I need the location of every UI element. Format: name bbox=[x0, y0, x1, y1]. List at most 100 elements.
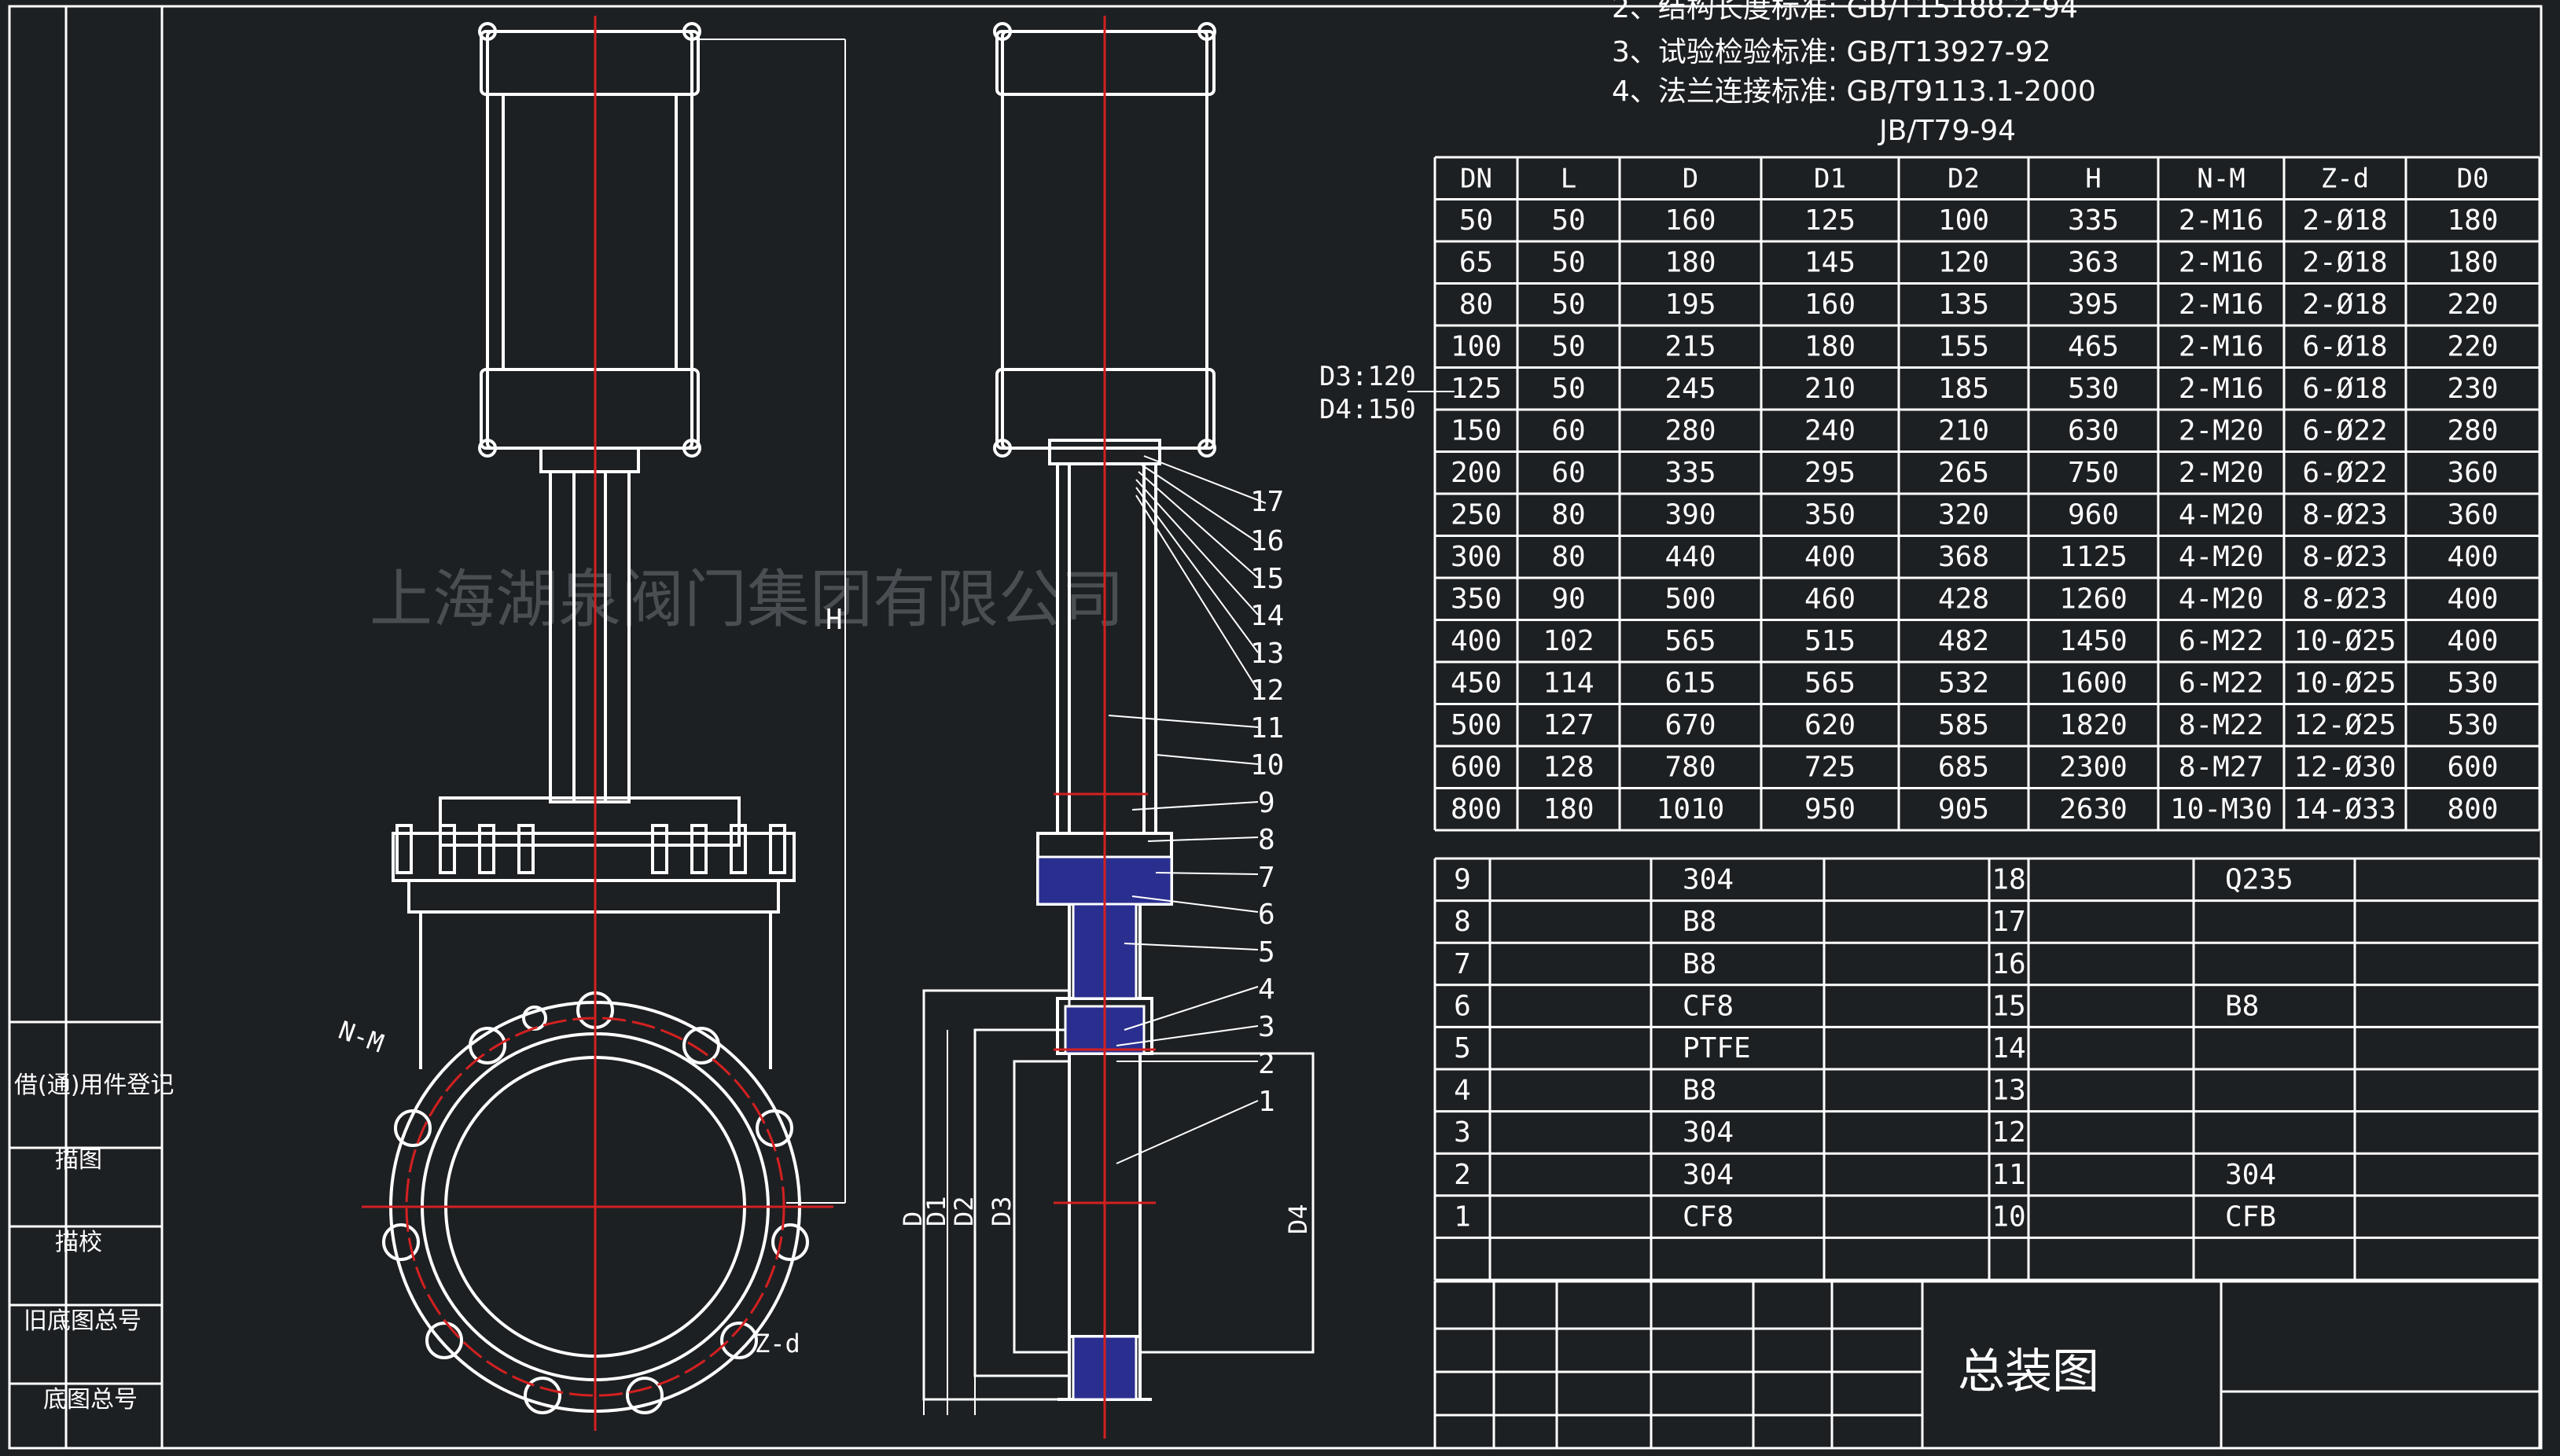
table-cell: 14-Ø33 bbox=[2293, 793, 2396, 825]
part-material-cell: 304 bbox=[1683, 1116, 1734, 1149]
side-view-centerlines bbox=[1054, 16, 1156, 1439]
table-header-cell: D0 bbox=[2457, 164, 2489, 195]
table-cell: 50 bbox=[1551, 204, 1585, 237]
table-cell: 155 bbox=[1938, 331, 1989, 363]
table-cell: 1260 bbox=[2059, 583, 2128, 616]
table-cell: 8-Ø23 bbox=[2302, 499, 2387, 531]
table-cell: 280 bbox=[1664, 415, 1716, 447]
side-label-3: 描校 bbox=[55, 1229, 102, 1256]
table-cell: 4-M20 bbox=[2179, 583, 2264, 616]
part-no-8: 8 bbox=[1258, 824, 1275, 856]
side-label-2: 描图 bbox=[55, 1146, 102, 1174]
table-cell: 1820 bbox=[2059, 709, 2128, 741]
table-cell: 1010 bbox=[1657, 793, 1725, 825]
callout-d3: D3:120 bbox=[1319, 361, 1416, 392]
table-cell: 215 bbox=[1664, 331, 1716, 363]
dim-label-D4: D4 bbox=[1283, 1204, 1313, 1234]
table-cell: 295 bbox=[1804, 457, 1856, 489]
table-cell: 600 bbox=[2447, 752, 2498, 784]
table-cell: 530 bbox=[2068, 373, 2119, 405]
table-cell: 335 bbox=[2068, 204, 2119, 237]
table-cell: 350 bbox=[1804, 499, 1856, 531]
part-material-cell: CFB bbox=[2225, 1200, 2276, 1233]
drawing-frame bbox=[8, 5, 2543, 1450]
part-no-cell: 15 bbox=[1992, 990, 2025, 1022]
table-cell: 2-M20 bbox=[2179, 457, 2264, 489]
table-cell: 685 bbox=[1938, 752, 1989, 784]
part-material-cell: PTFE bbox=[1683, 1032, 1751, 1064]
part-no-11: 11 bbox=[1250, 712, 1284, 745]
table-cell: 80 bbox=[1459, 289, 1493, 321]
part-no-2: 2 bbox=[1258, 1048, 1275, 1080]
table-cell: 12-Ø25 bbox=[2293, 709, 2396, 741]
part-no-cell: 18 bbox=[1992, 864, 2025, 896]
table-cell: 180 bbox=[2447, 247, 2498, 279]
part-material-cell: CF8 bbox=[1683, 1200, 1734, 1233]
table-cell: 300 bbox=[1451, 541, 1502, 573]
table-cell: 750 bbox=[2068, 457, 2119, 489]
table-cell: 210 bbox=[1804, 373, 1856, 405]
table-cell: 2-M16 bbox=[2179, 373, 2264, 405]
table-cell: 180 bbox=[1664, 247, 1716, 279]
table-cell: 65 bbox=[1459, 247, 1493, 279]
table-cell: 800 bbox=[2447, 793, 2498, 825]
table-cell: 620 bbox=[1804, 709, 1856, 741]
table-cell: 100 bbox=[1451, 331, 1502, 363]
front-view-centerlines bbox=[362, 16, 833, 1431]
part-no-10: 10 bbox=[1250, 749, 1284, 781]
table-cell: 725 bbox=[1804, 752, 1856, 784]
part-material-cell: 304 bbox=[1683, 864, 1734, 896]
table-cell: 195 bbox=[1664, 289, 1716, 321]
dim-label-H: H bbox=[826, 604, 843, 636]
table-cell: 128 bbox=[1543, 752, 1594, 784]
part-no-cell: 16 bbox=[1992, 948, 2025, 980]
table-cell: 220 bbox=[2447, 331, 2498, 363]
table-cell: 1125 bbox=[2059, 541, 2128, 573]
standard-line-3: 4、法兰连接标准: GB/T9113.1-2000 bbox=[1612, 75, 2096, 108]
table-cell: 450 bbox=[1451, 667, 1502, 700]
part-no-14: 14 bbox=[1250, 600, 1284, 632]
table-cell: 2630 bbox=[2059, 793, 2128, 825]
table-cell: 135 bbox=[1938, 289, 1989, 321]
part-no-cell: 11 bbox=[1992, 1159, 2025, 1191]
table-cell: 8-Ø23 bbox=[2302, 541, 2387, 573]
part-no-cell: 10 bbox=[1992, 1200, 2025, 1233]
table-cell: 565 bbox=[1804, 667, 1856, 700]
table-cell: 210 bbox=[1938, 415, 1989, 447]
table-cell: 160 bbox=[1664, 204, 1716, 237]
table-cell: 10-M30 bbox=[2170, 793, 2272, 825]
table-cell: 6-Ø22 bbox=[2302, 415, 2387, 447]
part-no-17: 17 bbox=[1250, 486, 1284, 518]
part-material-cell: 304 bbox=[2225, 1159, 2276, 1191]
table-cell: 6-Ø22 bbox=[2302, 457, 2387, 489]
part-material-cell: 304 bbox=[1683, 1159, 1734, 1191]
table-cell: 400 bbox=[2447, 541, 2498, 573]
side-label-5: 底图总号 bbox=[43, 1386, 138, 1414]
table-cell: 50 bbox=[1459, 204, 1493, 237]
table-cell: 114 bbox=[1543, 667, 1594, 700]
part-no-cell: 12 bbox=[1992, 1116, 2025, 1149]
table-cell: 2-M20 bbox=[2179, 415, 2264, 447]
table-cell: 395 bbox=[2068, 289, 2119, 321]
part-no-12: 12 bbox=[1250, 675, 1284, 707]
standard-line-4: JB/T79-94 bbox=[1878, 115, 2016, 147]
table-cell: 180 bbox=[2447, 204, 2498, 237]
table-cell: 6-Ø18 bbox=[2302, 373, 2387, 405]
table-cell: 125 bbox=[1804, 204, 1856, 237]
table-cell: 150 bbox=[1451, 415, 1502, 447]
table-cell: 10-Ø25 bbox=[2293, 667, 2396, 700]
table-header-cell: D bbox=[1683, 164, 1698, 195]
table-cell: 800 bbox=[1451, 793, 1502, 825]
table-cell: 320 bbox=[1938, 499, 1989, 531]
table-header-cell: L bbox=[1561, 164, 1576, 195]
table-header-cell: D1 bbox=[1814, 164, 1846, 195]
table-cell: 368 bbox=[1938, 541, 1989, 573]
part-no-9: 9 bbox=[1258, 787, 1275, 819]
table-cell: 6-M22 bbox=[2179, 667, 2264, 700]
part-material-cell: B8 bbox=[2225, 990, 2259, 1022]
table-cell: 350 bbox=[1451, 583, 1502, 616]
table-cell: 60 bbox=[1551, 457, 1585, 489]
part-no-cell: 14 bbox=[1992, 1032, 2025, 1064]
table-cell: 630 bbox=[2068, 415, 2119, 447]
